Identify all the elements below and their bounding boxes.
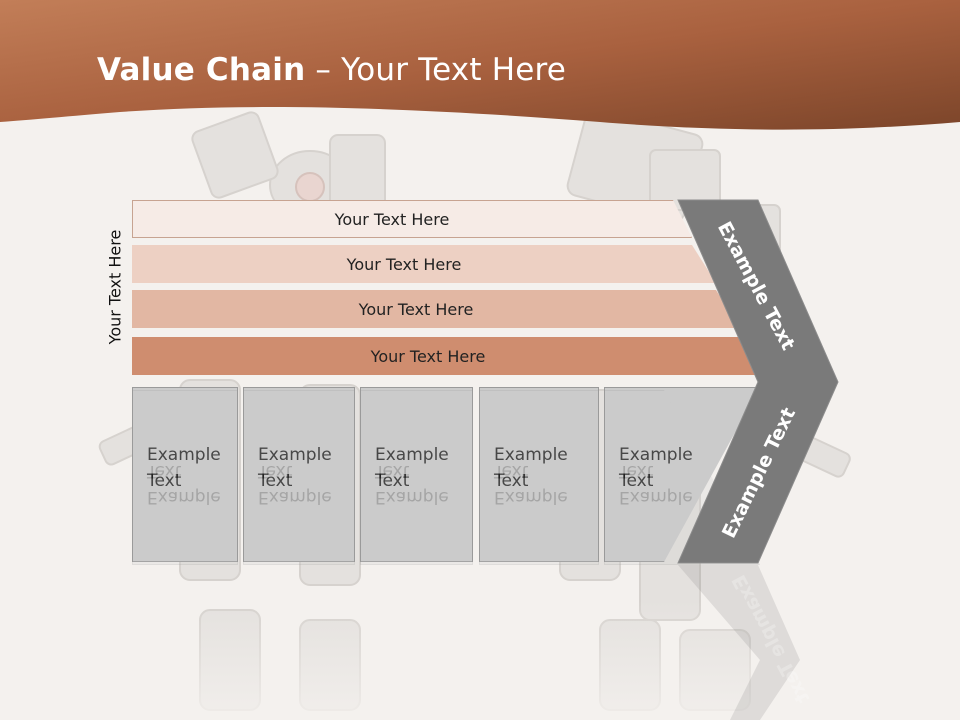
box-line-2: Text <box>258 471 293 491</box>
band-label: Your Text Here <box>334 209 450 229</box>
box-line-1: Example <box>147 445 221 465</box>
title-bold-part: Value Chain <box>97 52 306 88</box>
band-3: Your Text Here <box>132 337 764 375</box>
example-box-1: Example Text <box>132 387 238 562</box>
band-1: Your Text Here <box>132 245 716 283</box>
band-2: Your Text Here <box>132 290 740 328</box>
bottom-fade <box>0 600 960 720</box>
example-box-2: Example Text <box>243 387 355 562</box>
box-line-1: Example <box>375 445 449 465</box>
box-line-1: Example <box>494 445 568 465</box>
band-label: Your Text Here <box>358 299 474 319</box>
box-line-2: Text <box>494 471 529 491</box>
header-banner <box>0 0 960 130</box>
box-line-1: Example <box>258 445 332 465</box>
box-line-2: Text <box>375 471 410 491</box>
example-box-4: Example Text <box>479 387 599 562</box>
title-rest-part: – Your Text Here <box>305 52 567 88</box>
band-label: Your Text Here <box>346 254 462 274</box>
box-line-2: Text <box>619 471 654 491</box>
page-title: Value Chain – Your Text Here <box>97 52 566 88</box>
band-0: Your Text Here <box>132 200 692 238</box>
band-label: Your Text Here <box>370 346 486 366</box>
box-line-1: Example <box>619 445 693 465</box>
side-label: Your Text Here <box>105 229 125 345</box>
box-line-2: Text <box>147 471 182 491</box>
example-box-3: Example Text <box>360 387 473 562</box>
